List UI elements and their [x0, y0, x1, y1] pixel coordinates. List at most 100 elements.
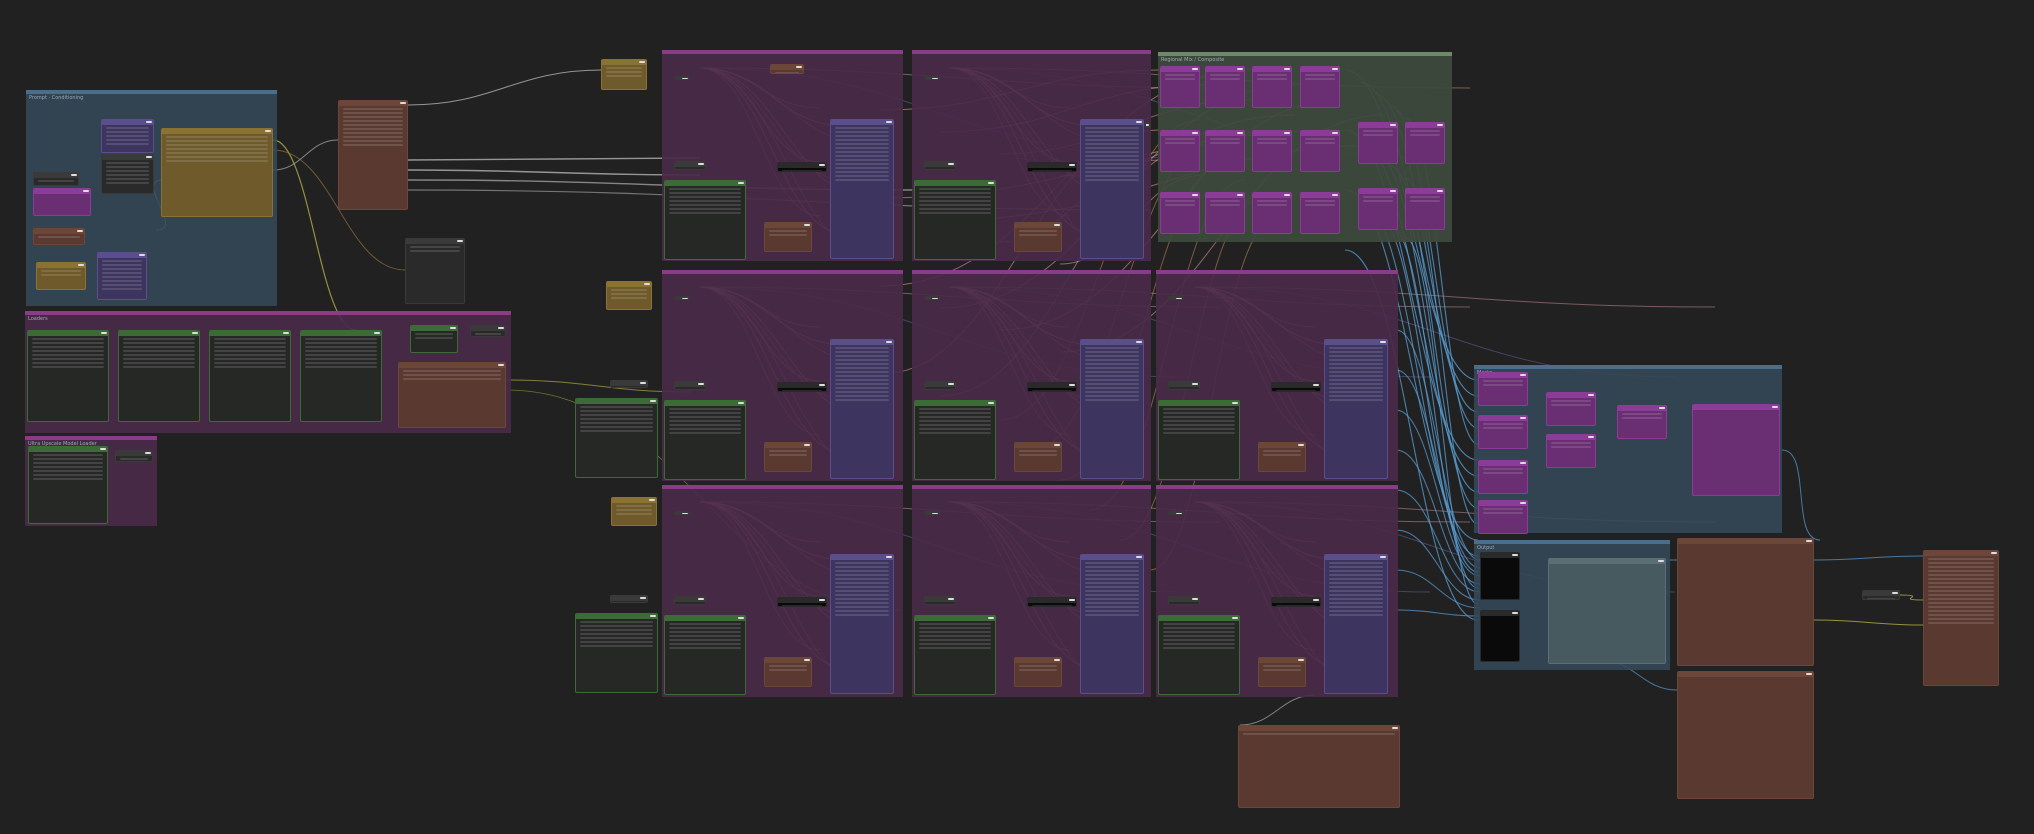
mask-node-7[interactable] [1617, 405, 1667, 439]
node-widget[interactable] [679, 604, 701, 605]
cond-2[interactable] [1014, 222, 1062, 252]
node-widget[interactable] [1173, 389, 1195, 390]
node-widget[interactable] [835, 171, 889, 173]
mask-3[interactable] [777, 382, 827, 392]
node-widget[interactable] [1329, 399, 1383, 401]
node-widget[interactable] [580, 633, 653, 635]
node-widget[interactable] [835, 363, 889, 365]
node-widget[interactable] [106, 139, 149, 141]
node-widget[interactable] [1928, 562, 1994, 564]
node-widget[interactable] [669, 643, 741, 645]
node-header[interactable] [1359, 189, 1397, 194]
sampler-5[interactable] [1324, 339, 1388, 479]
node-widget[interactable] [1085, 359, 1139, 361]
node-widget[interactable] [929, 389, 951, 390]
node-widget[interactable] [580, 422, 653, 424]
node-widget[interactable] [41, 270, 81, 272]
node-header[interactable] [116, 451, 152, 456]
node-widget[interactable] [669, 428, 741, 430]
node-widget[interactable] [919, 643, 991, 645]
node-widget[interactable] [1551, 400, 1591, 402]
node-widget[interactable] [166, 144, 268, 146]
node-widget[interactable] [102, 264, 142, 266]
node-widget[interactable] [669, 416, 741, 418]
latent-5[interactable] [1158, 400, 1240, 480]
node-widget[interactable] [403, 370, 501, 372]
preview-image-1[interactable] [1480, 552, 1520, 600]
node-widget[interactable] [1085, 383, 1139, 385]
node-widget[interactable] [835, 143, 889, 145]
node-widget[interactable] [1329, 351, 1383, 353]
node-widget[interactable] [1410, 196, 1440, 198]
node-widget[interactable] [669, 212, 741, 214]
node-header[interactable] [1481, 611, 1519, 616]
node-header[interactable] [34, 229, 84, 234]
mask-node-5[interactable] [1546, 392, 1596, 426]
combine-node-3[interactable] [1252, 66, 1292, 108]
node-widget[interactable] [835, 570, 889, 572]
node-header[interactable] [1259, 443, 1305, 448]
node-widget[interactable] [120, 458, 148, 460]
cond-5[interactable] [1258, 442, 1306, 472]
node-widget[interactable] [835, 383, 889, 385]
node-widget[interactable] [611, 297, 647, 299]
node-widget[interactable] [1085, 582, 1139, 584]
node-widget[interactable] [1363, 200, 1393, 202]
node-widget[interactable] [1363, 130, 1393, 132]
n23[interactable] [611, 497, 657, 526]
node-header[interactable] [1301, 67, 1339, 72]
node-header[interactable] [1169, 597, 1199, 602]
node-widget[interactable] [106, 162, 149, 164]
node-widget[interactable] [919, 192, 991, 194]
node-widget[interactable] [1085, 586, 1139, 588]
node-widget[interactable] [33, 478, 103, 480]
loader-node-3[interactable] [209, 330, 291, 422]
node-widget[interactable] [214, 354, 286, 356]
node-widget[interactable] [616, 509, 652, 511]
latent-4[interactable] [914, 400, 996, 480]
node-widget[interactable] [1085, 562, 1139, 564]
node-widget[interactable] [1085, 363, 1139, 365]
node-widget[interactable] [1085, 351, 1139, 353]
node-widget[interactable] [835, 387, 889, 389]
node-widget[interactable] [929, 169, 951, 170]
node-header[interactable] [915, 181, 995, 186]
node-widget[interactable] [580, 621, 653, 623]
node-header[interactable] [665, 181, 745, 186]
node-widget[interactable] [410, 246, 460, 248]
node-widget[interactable] [1019, 454, 1057, 456]
small-node-1[interactable] [28, 446, 108, 524]
node-widget[interactable] [1551, 404, 1591, 406]
node-widget[interactable] [1210, 138, 1240, 140]
clip-5[interactable] [1168, 296, 1184, 300]
node-widget[interactable] [123, 346, 195, 348]
node-widget[interactable] [1483, 512, 1523, 514]
mask-8[interactable] [1271, 597, 1321, 607]
node-header[interactable] [765, 223, 811, 228]
node-widget[interactable] [1276, 390, 1316, 391]
n10[interactable] [405, 238, 465, 304]
node-widget[interactable] [123, 342, 195, 344]
node-widget[interactable] [1928, 566, 1994, 568]
node-widget[interactable] [214, 350, 286, 352]
mask-7[interactable] [1027, 597, 1077, 607]
node-widget[interactable] [606, 71, 642, 73]
node-widget[interactable] [835, 602, 889, 604]
node-widget[interactable] [1163, 416, 1235, 418]
node-widget[interactable] [919, 647, 991, 649]
clip-7[interactable] [924, 511, 940, 515]
node-widget[interactable] [1410, 130, 1440, 132]
sampler-2[interactable] [1080, 119, 1144, 259]
node-header[interactable] [1239, 726, 1399, 731]
node-header[interactable] [98, 253, 146, 258]
node-widget[interactable] [32, 358, 104, 360]
node-widget[interactable] [1085, 171, 1139, 173]
node-widget[interactable] [919, 408, 991, 410]
node-widget[interactable] [1329, 594, 1383, 596]
node-widget[interactable] [1551, 446, 1591, 448]
node-widget[interactable] [580, 414, 653, 416]
node-widget[interactable] [410, 250, 460, 252]
node-header[interactable] [119, 331, 199, 336]
node-widget[interactable] [1483, 423, 1523, 425]
node-header[interactable] [915, 616, 995, 621]
